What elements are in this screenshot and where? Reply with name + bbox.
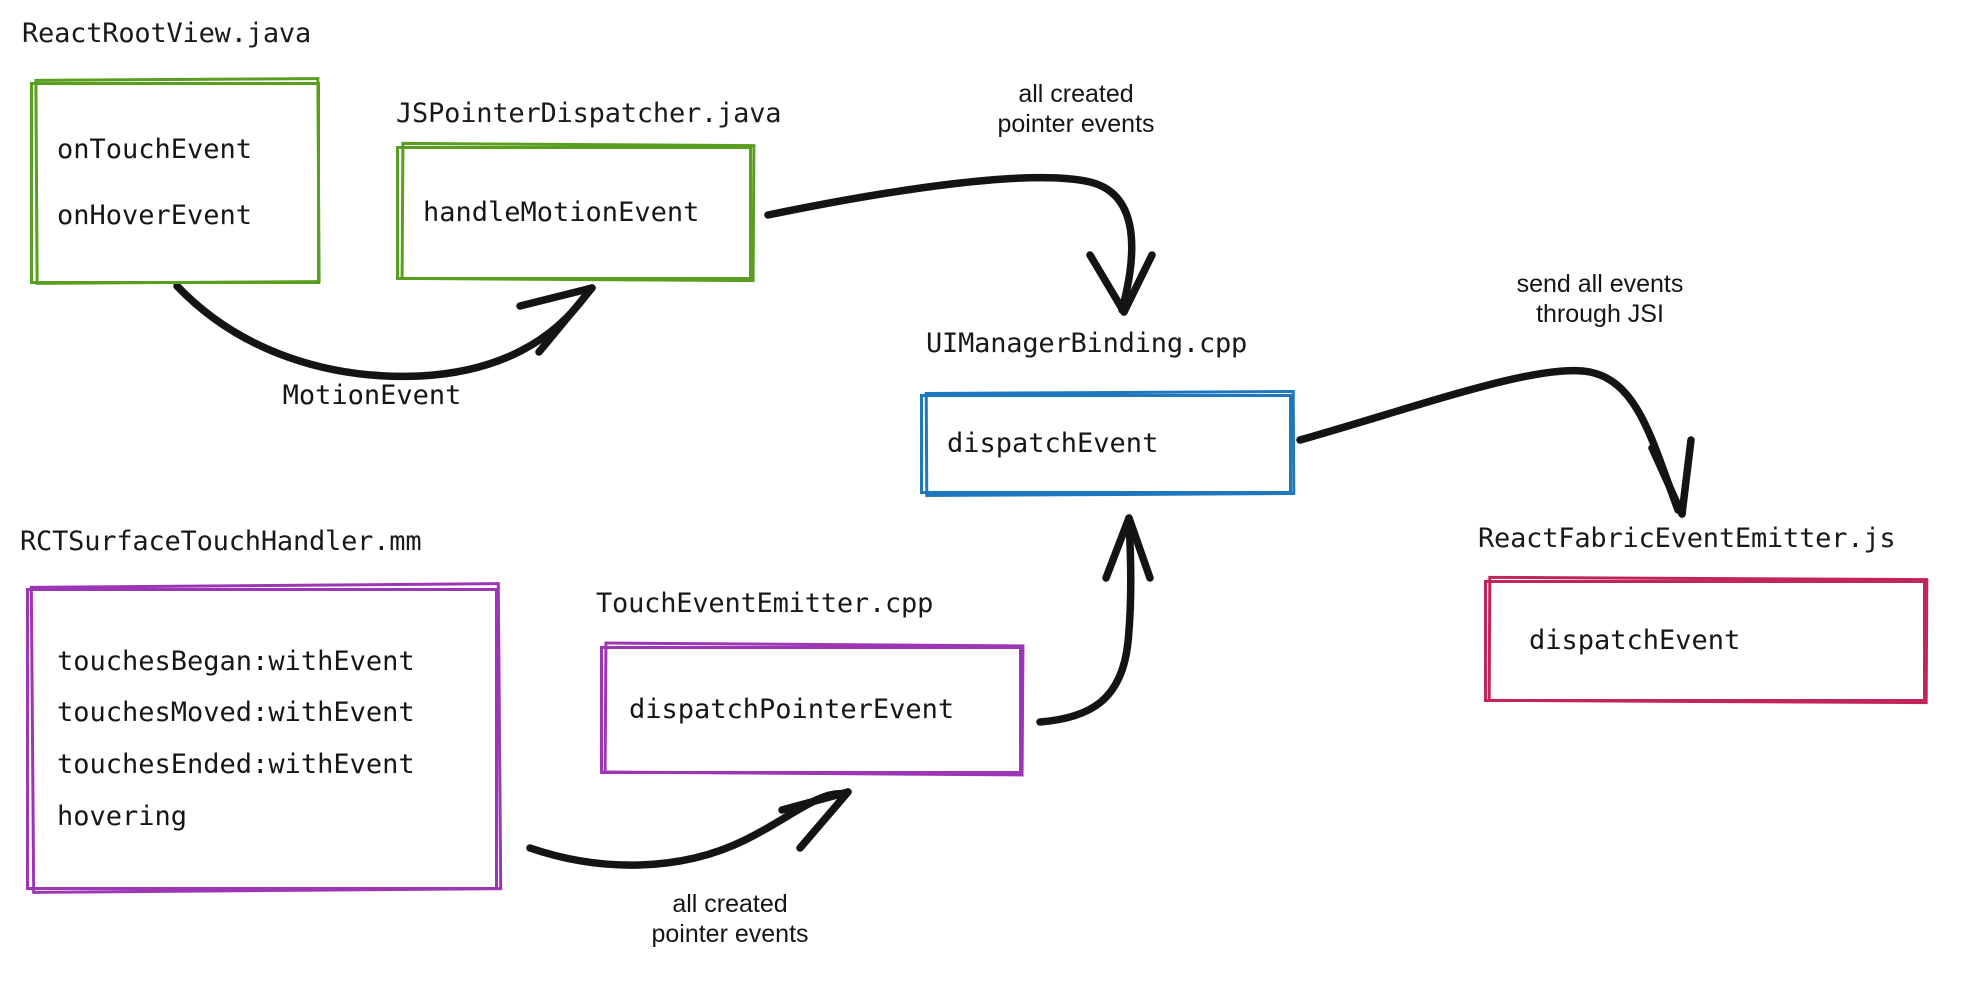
node-entry: onHoverEvent (57, 200, 253, 231)
node-react-root-view[interactable]: onTouchEvent onHoverEvent (30, 82, 320, 284)
node-entry: hovering (57, 800, 188, 832)
file-label-rct-surface-touch-handler: RCTSurfaceTouchHandler.mm (20, 526, 422, 557)
node-touch-event-emitter[interactable]: dispatchPointerEvent (600, 646, 1022, 774)
node-entry: dispatchEvent (1529, 625, 1741, 657)
arrow-android-pointer-events (764, 173, 1156, 316)
node-rct-surface-touch-handler[interactable]: touchesBegan:withEvent touchesMoved:with… (26, 588, 498, 890)
edge-label-motion-event: MotionEvent (282, 380, 462, 411)
file-label-touch-event-emitter: TouchEventEmitter.cpp (596, 588, 934, 619)
node-entry: touchesMoved:withEvent (57, 697, 415, 729)
node-react-fabric-event-emitter[interactable]: dispatchEvent (1484, 580, 1926, 702)
node-entry: touchesEnded:withEvent (57, 749, 415, 780)
node-js-pointer-dispatcher[interactable]: handleMotionEvent (396, 146, 752, 280)
file-label-js-pointer-dispatcher: JSPointerDispatcher.java (396, 98, 782, 129)
arrow-motion-event (173, 282, 596, 381)
node-ui-manager-binding[interactable]: dispatchEvent (920, 394, 1292, 494)
arrow-emitter-to-binding (1036, 514, 1154, 726)
node-entry: dispatchEvent (947, 428, 1159, 460)
file-label-react-root-view: ReactRootView.java (22, 18, 311, 49)
arrow-jsi-bridge (1296, 366, 1695, 518)
edge-label-jsi-bridge: send all events through JSI (1516, 270, 1684, 328)
node-entry: handleMotionEvent (423, 197, 700, 229)
node-entry: touchesBegan:withEvent (57, 645, 415, 677)
edge-label-ios-pointer-events: all created pointer events (651, 890, 809, 948)
file-label-react-fabric-event-emitter: ReactFabricEventEmitter.js (1478, 523, 1896, 554)
node-entry: onTouchEvent (57, 134, 253, 166)
arrow-ios-pointer-events (526, 788, 852, 869)
file-label-ui-manager-binding: UIManagerBinding.cpp (926, 328, 1248, 359)
edge-label-android-pointer-events: all created pointer events (997, 80, 1155, 138)
node-entry: dispatchPointerEvent (629, 694, 955, 726)
